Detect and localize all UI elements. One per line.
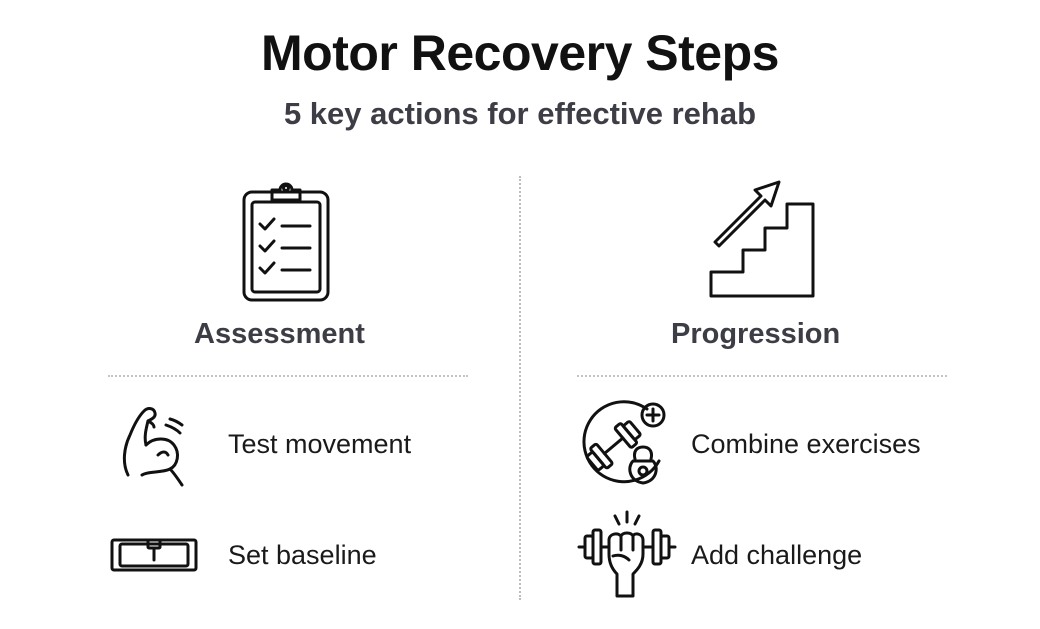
dumbbell-kettlebell-plus-icon bbox=[577, 399, 667, 489]
column-rule bbox=[108, 375, 468, 377]
item-label: Add challenge bbox=[691, 539, 863, 570]
stairs-arrow-up-icon bbox=[703, 176, 818, 301]
item-label: Combine exercises bbox=[691, 428, 921, 459]
center-divider bbox=[519, 176, 521, 600]
item-label: Test movement bbox=[228, 428, 412, 459]
list-item: Set baseline bbox=[108, 510, 377, 600]
column-heading: Progression bbox=[671, 318, 841, 350]
list-item: Add challenge bbox=[577, 510, 862, 600]
column-heading: Assessment bbox=[194, 318, 365, 350]
page-subtitle: 5 key actions for effective rehab bbox=[283, 96, 757, 131]
list-item: Combine exercises bbox=[577, 399, 921, 489]
flexed-arm-icon bbox=[108, 399, 198, 489]
fist-dumbbell-icon bbox=[577, 510, 677, 600]
column-rule bbox=[577, 375, 947, 377]
list-item: Test movement bbox=[108, 399, 411, 489]
page-title: Motor Recovery Steps bbox=[261, 25, 779, 81]
spirit-level-icon bbox=[108, 510, 198, 600]
item-label: Set baseline bbox=[228, 539, 377, 570]
clipboard-checklist-icon bbox=[236, 176, 336, 306]
